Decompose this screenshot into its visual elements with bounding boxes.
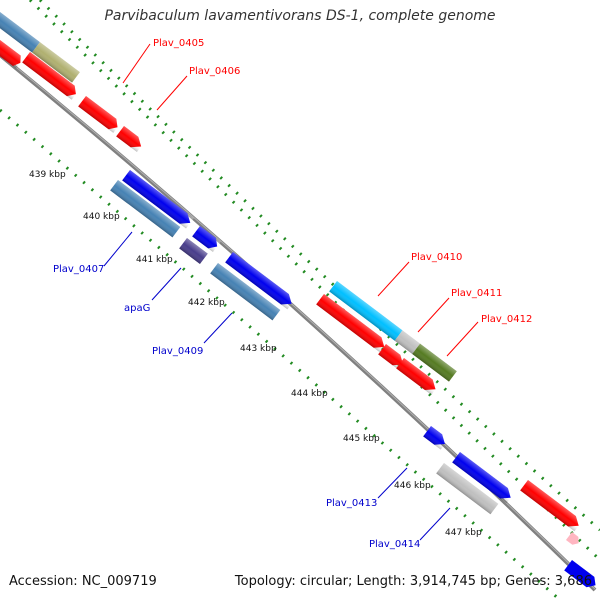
callout-apag <box>151 267 182 301</box>
callout-plav-0414 <box>419 507 451 541</box>
gene-label-plav-0405[interactable]: Plav_0405 <box>153 38 204 49</box>
guide-line-outer-1 <box>28 0 600 562</box>
callout-plav-0411 <box>417 297 450 333</box>
tick-label: 439 kbp <box>29 170 66 180</box>
gene-label-apag[interactable]: apaG <box>124 303 150 314</box>
gene-label-plav-0410[interactable]: Plav_0410 <box>411 252 462 263</box>
gene-label-plav-0406[interactable]: Plav_0406 <box>189 66 240 77</box>
gene-pink-small <box>565 532 579 545</box>
gene-label-plav-0414[interactable]: Plav_0414 <box>369 539 420 550</box>
genome-backbone <box>0 53 597 592</box>
gene-label-plav-0407[interactable]: Plav_0407 <box>53 264 104 275</box>
genome-backbone-highlight <box>0 53 596 590</box>
tick-label: 443 kbp <box>240 344 277 354</box>
gene-blue-edge <box>564 560 596 588</box>
genes <box>0 12 596 588</box>
tick-label: 446 kbp <box>394 481 431 491</box>
tick-label: 447 kbp <box>445 528 482 538</box>
callout-lines <box>103 43 479 541</box>
guide-line-outer-2 <box>0 108 561 600</box>
tick-label: 444 kbp <box>291 389 328 399</box>
callout-plav-0406 <box>156 75 188 111</box>
genome-summary-text: Topology: circular; Length: 3,914,745 bp… <box>234 574 592 589</box>
tick-label: 445 kbp <box>343 434 380 444</box>
accession-text: Accession: NC_009719 <box>9 574 157 589</box>
gene-labels: Plav_0405 Plav_0406 Plav_0410 Plav_0411 … <box>53 38 532 550</box>
gene-label-plav-0413[interactable]: Plav_0413 <box>326 498 377 509</box>
callout-plav-0412 <box>446 321 479 357</box>
kbp-ticks: 439 kbp 440 kbp 441 kbp 442 kbp 443 kbp … <box>29 170 482 538</box>
tick-label: 441 kbp <box>136 255 173 265</box>
map-title: Parvibaculum lavamentivorans DS-1, compl… <box>104 8 496 24</box>
callout-plav-0413 <box>377 467 408 499</box>
tick-label: 442 kbp <box>188 298 225 308</box>
callout-plav-0405 <box>122 43 151 84</box>
guide-line-inner-1 <box>38 0 600 532</box>
gene-label-plav-0409[interactable]: Plav_0409 <box>152 346 203 357</box>
gene-label-plav-0412[interactable]: Plav_0412 <box>481 314 532 325</box>
callout-plav-0410 <box>377 261 410 297</box>
callout-plav-0409 <box>203 312 233 344</box>
tick-label: 440 kbp <box>83 212 120 222</box>
gene-label-plav-0411[interactable]: Plav_0411 <box>451 288 502 299</box>
callout-plav-0407 <box>103 231 133 267</box>
